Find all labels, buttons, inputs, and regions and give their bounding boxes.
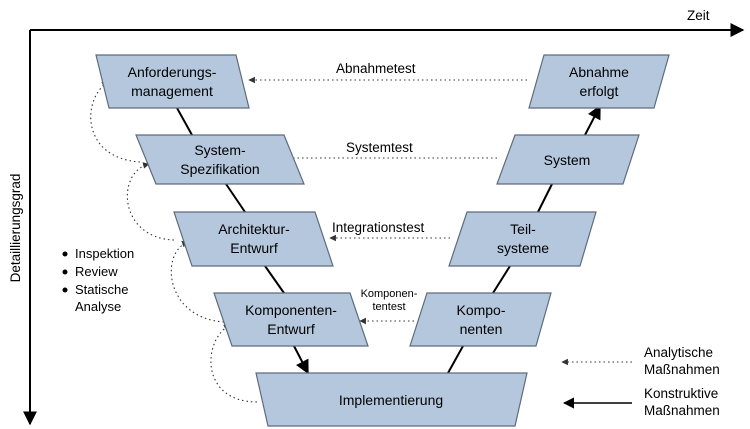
- flow-line: [447, 345, 464, 374]
- box-system-spezifikation: System- Spezifikation: [135, 134, 305, 185]
- review-curves: [90, 81, 258, 403]
- x-axis-label: Zeit: [687, 8, 710, 23]
- flow-line: [293, 345, 309, 375]
- test-label-integrationstest: Integrationstest: [332, 220, 425, 235]
- box-komponenten-entwurf: Komponenten- Entwurf: [213, 292, 369, 347]
- bullet-dot: [62, 269, 68, 275]
- box-architektur-entwurf: Architektur- Entwurf: [173, 211, 334, 267]
- legend-analytic-label: Analytische: [644, 345, 713, 360]
- right-boxes: Abnahme erfolgt System Teil- systeme Kom…: [409, 54, 670, 347]
- box-anforderungsmanagement: Anforderungs- management: [95, 54, 250, 109]
- y-axis-label: Detaillierungsgrad: [8, 174, 23, 283]
- legend-constructive-label: Konstruktive: [644, 386, 718, 401]
- box-system: System: [496, 134, 640, 185]
- box-line: Anforderungs-: [128, 64, 217, 80]
- box-teilsysteme: Teil- systeme: [448, 211, 597, 267]
- box-line: System-: [194, 142, 246, 158]
- flow-line: [264, 265, 285, 294]
- box-implementierung: Implementierung: [255, 372, 528, 427]
- axes: Zeit Detaillierungsgrad: [8, 8, 745, 426]
- box-line: Implementierung: [339, 392, 443, 408]
- bullet-item-continued: Analyse: [75, 299, 121, 314]
- bullet-dot: [62, 287, 68, 293]
- box-line: System: [544, 152, 591, 168]
- constructive-flow: [176, 104, 601, 375]
- box-line: nenten: [460, 321, 503, 337]
- review-curve: [90, 81, 141, 163]
- box-line: systeme: [497, 240, 549, 256]
- box-abnahme-erfolgt: Abnahme erfolgt: [528, 54, 670, 109]
- box-line: Teil-: [510, 221, 536, 237]
- test-label-komponententest-1: Komponen-: [361, 288, 418, 300]
- analytic-tests: [248, 76, 527, 325]
- review-curve: [126, 162, 175, 241]
- box-line: Entwurf: [230, 240, 278, 256]
- test-label-abnahmetest: Abnahmetest: [336, 61, 416, 76]
- box-line: management: [131, 83, 213, 99]
- flow-line: [584, 104, 601, 136]
- test-labels: Abnahmetest Systemtest Integrationstest …: [332, 61, 425, 313]
- legend-constructive-label: Maßnahmen: [644, 403, 720, 418]
- left-boxes: Anforderungs- management System- Spezifi…: [95, 54, 369, 347]
- box-line: Abnahme: [569, 64, 629, 80]
- bullet-list: Inspektion Review Statische Analyse: [62, 246, 134, 314]
- legend-analytic-label: Maßnahmen: [644, 362, 720, 377]
- box-line: erfolgt: [580, 83, 619, 99]
- box-line: Spezifikation: [180, 161, 259, 177]
- flow-line: [537, 183, 553, 213]
- box-line: Komponenten-: [245, 302, 337, 318]
- bullet-item: Statische: [75, 282, 128, 297]
- flow-line: [176, 107, 193, 136]
- bullet-item: Review: [75, 264, 118, 279]
- bullet-item: Inspektion: [75, 246, 134, 261]
- test-label-systemtest: Systemtest: [346, 140, 413, 155]
- review-curve: [170, 240, 225, 323]
- box-line: Entwurf: [267, 321, 315, 337]
- box-line: Architektur-: [218, 221, 290, 237]
- bullet-dot: [62, 251, 68, 257]
- box-komponenten: Kompo- nenten: [409, 292, 552, 347]
- flow-line: [492, 265, 511, 294]
- flow-line: [225, 183, 246, 213]
- legend: Analytische Maßnahmen Konstruktive Maßna…: [561, 345, 720, 418]
- box-line: Kompo-: [456, 302, 505, 318]
- test-label-komponententest-2: tentest: [372, 301, 405, 313]
